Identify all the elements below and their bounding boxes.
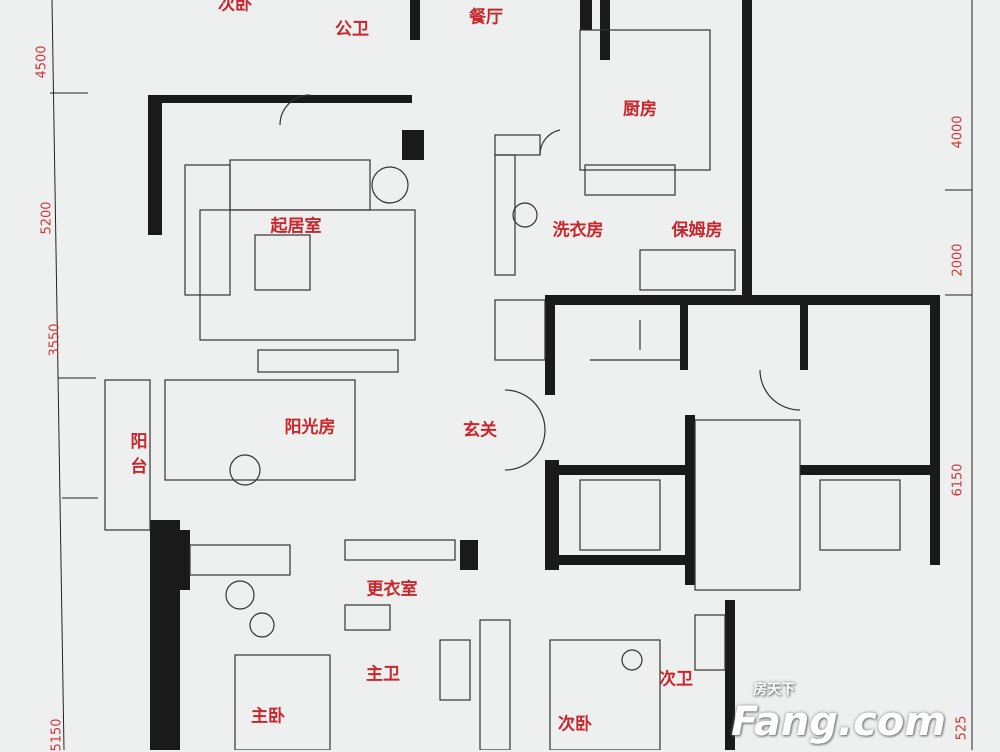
dimension-right-1: 4000 bbox=[950, 115, 966, 149]
room-label-foyer: 玄关 bbox=[463, 420, 497, 441]
room-label-second-bath: 次卫 bbox=[659, 669, 693, 690]
room-label-living: 起居室 bbox=[270, 216, 322, 237]
room-label-nanny-room: 保姆房 bbox=[671, 220, 723, 241]
dimension-left-4: 5150 bbox=[49, 718, 65, 752]
watermark-brand: Fang.com bbox=[731, 699, 946, 745]
fang-watermark-logo: 房天下 Fang.com bbox=[731, 682, 946, 744]
room-label-dining: 餐厅 bbox=[469, 7, 503, 28]
room-label-kitchen: 厨房 bbox=[623, 99, 657, 120]
dimension-left-1: 4500 bbox=[34, 45, 50, 79]
room-label-dressing-room: 更衣室 bbox=[366, 579, 418, 600]
watermark-cn: 房天下 bbox=[753, 682, 796, 698]
walls bbox=[148, 0, 940, 750]
dimension-left-2: 5200 bbox=[39, 201, 55, 235]
room-label-master-bedroom: 主卧 bbox=[251, 706, 285, 727]
room-label-master-bath: 主卫 bbox=[366, 664, 400, 685]
dimension-lines bbox=[50, 0, 973, 750]
room-label-balcony: 阳台 bbox=[126, 432, 147, 482]
room-label-laundry: 洗衣房 bbox=[552, 220, 604, 241]
dimension-right-2: 2000 bbox=[950, 243, 966, 277]
dimension-left-3: 3550 bbox=[47, 323, 63, 357]
dimension-right-3: 6150 bbox=[950, 463, 966, 497]
furniture-lines bbox=[104, 29, 901, 750]
room-label-second-bedroom-bottom: 次卧 bbox=[558, 714, 592, 735]
room-label-sunroom: 阳光房 bbox=[284, 417, 336, 438]
dimension-right-4: 525 bbox=[954, 715, 970, 741]
room-label-public-bath: 公卫 bbox=[335, 19, 369, 40]
room-label-second-bedroom-top: 次卧 bbox=[218, 0, 252, 15]
